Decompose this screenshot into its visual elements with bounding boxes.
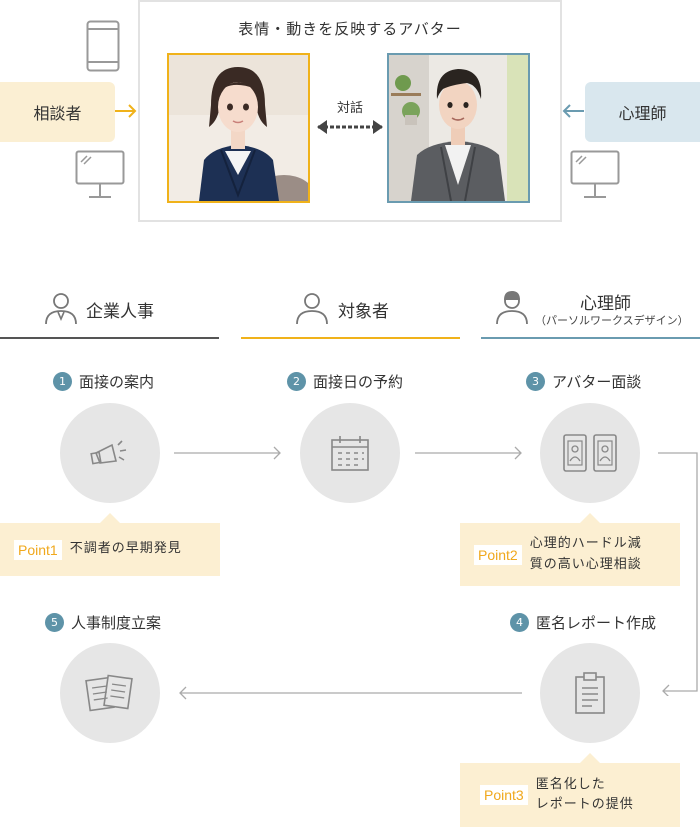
step-title: アバター面談 [552,373,642,391]
arrow-right-icon [115,104,137,118]
female-avatar-image [167,53,310,203]
point-tag: Point3 [480,785,528,805]
step-number-badge: 2 [287,372,306,391]
point-tag: Point1 [14,539,62,560]
point-text: 心理的ハードル減 質の高い心理相談 [530,534,642,574]
step-number-badge: 4 [510,613,529,632]
desktop-pc-icon [570,150,620,198]
step-title: 人事制度立案 [71,614,162,632]
role-psychologist: 心理師 （パーソルワークスデザイン） [481,285,700,339]
documents-icon [85,674,133,712]
point-pointer [100,513,120,523]
male-avatar-image [387,53,530,203]
role-label: 対象者 [338,302,389,322]
step-1-circle [60,403,160,503]
role-sub-label: （パーソルワークスデザイン） [535,314,689,327]
person-icon [296,293,328,325]
desktop-pc-icon [75,150,125,198]
point-text-line: 質の高い心理相談 [529,556,642,572]
step-2-circle [300,403,400,503]
avatar-cards-icon [563,434,617,472]
flow-arrow-right [415,446,522,460]
point-text-line: 匿名化した [535,776,606,792]
role-underline [241,337,460,339]
step-5-label: 5 人事制度立案 [45,612,161,633]
megaphone-icon [90,440,127,465]
role-hr: 企業人事 [0,285,219,339]
point-tag: Point2 [474,544,522,565]
step-title: 面接日の予約 [313,373,404,391]
role-underline [481,337,700,339]
step-1-label: 1 面接の案内 [53,371,154,392]
point-pointer [580,753,600,763]
double-arrow-icon [317,120,383,134]
step-number-badge: 1 [53,372,72,391]
clipboard-icon [575,672,605,714]
arrow-left-icon [562,104,584,118]
step-3-label: 3 アバター面談 [526,371,641,392]
dialogue-label: 対話 [336,101,363,116]
flow-connector [658,452,698,696]
role-underline [0,337,219,339]
point-text: 不調者の早期発見 [69,541,182,557]
role-label: 企業人事 [86,302,154,322]
role-label: 心理師 [580,294,631,314]
step-number-badge: 5 [45,613,64,632]
diagram-title: 表情・動きを反映するアバター [238,20,462,38]
step-5-circle [60,643,160,743]
smartphone-icon [86,20,120,72]
point-3-box: Point3 匿名化した レポートの提供 [460,763,680,827]
step-title: 面接の案内 [79,373,155,391]
step-3-circle [540,403,640,503]
flow-arrow-left [179,686,522,700]
step-number-badge: 3 [526,372,545,391]
calendar-icon [331,436,369,471]
step-title: 匿名レポート作成 [536,614,657,632]
role-target: 対象者 [241,285,460,339]
point-pointer [580,513,600,523]
psychologist-box: 心理師 [585,82,700,142]
step-2-label: 2 面接日の予約 [287,371,403,392]
flow-arrow-right [174,446,281,460]
point-text: 匿名化した レポートの提供 [536,775,634,815]
client-box: 相談者 [0,82,115,142]
person-headset-icon [496,291,528,325]
point-text-line: 心理的ハードル減 [529,536,642,552]
point-1-box: Point1 不調者の早期発見 [0,523,220,576]
point-text-line: レポートの提供 [535,797,634,812]
person-tie-icon [45,293,77,325]
step-4-circle [540,643,640,743]
point-2-box: Point2 心理的ハードル減 質の高い心理相談 [460,523,680,586]
step-4-label: 4 匿名レポート作成 [510,612,656,633]
